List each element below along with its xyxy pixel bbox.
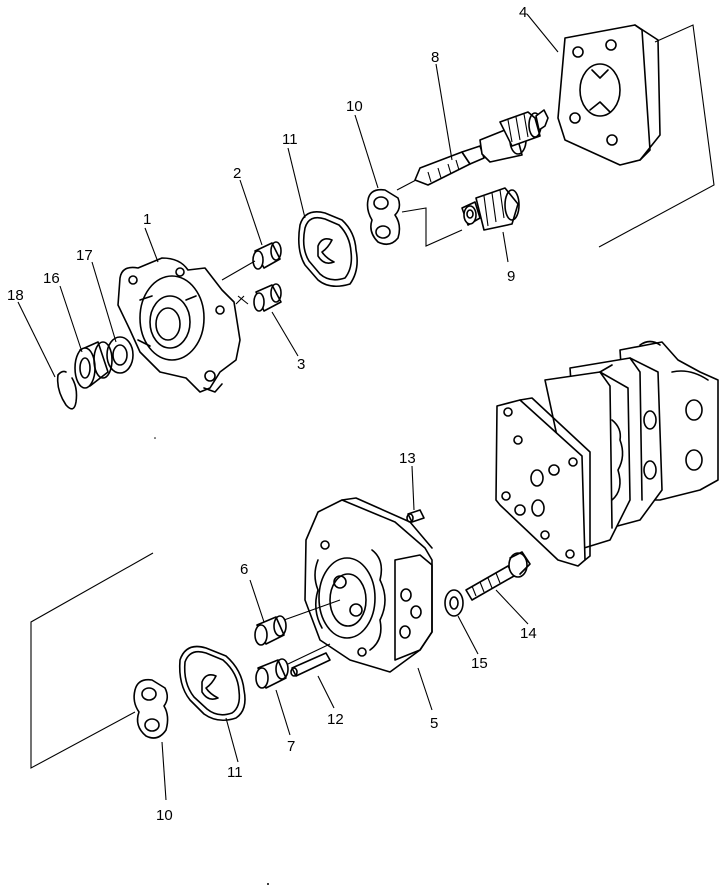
callout-13: 13 [399, 450, 416, 467]
part-10-upper-plate [366, 188, 401, 246]
part-3-bushing [253, 283, 282, 312]
leader-shaft-gear [396, 179, 463, 247]
callout-labels: 1 2 3 4 5 6 7 8 9 10 10 11 11 12 13 14 1… [7, 4, 537, 824]
part-17-washer [106, 336, 134, 374]
callout-2: 2 [233, 165, 241, 182]
part-1-front-cover [117, 257, 241, 393]
part-4-cover-plate [557, 24, 661, 166]
part-12-dowel-pin [290, 652, 331, 677]
callout-10-lower: 10 [156, 807, 173, 824]
part-15-washer [444, 589, 464, 617]
callout-8: 8 [431, 49, 439, 66]
callout-6: 6 [240, 561, 248, 578]
part-16-bearing [74, 341, 113, 389]
part-11-lower-seal [178, 645, 246, 722]
part-8-drive-shaft [414, 109, 549, 186]
callout-16: 16 [43, 270, 60, 287]
callout-11-lower: 11 [227, 764, 243, 781]
assembled-pump [495, 340, 719, 567]
bracket-lower-left [30, 552, 154, 769]
part-13-pin [406, 509, 425, 523]
part-10-lower-plate [133, 678, 169, 739]
callout-18: 18 [7, 287, 24, 304]
leader-lines [17, 13, 559, 801]
callout-9: 9 [507, 268, 515, 285]
part-7-bushing [255, 658, 289, 689]
callout-7: 7 [287, 738, 295, 755]
part-9-driven-gear [461, 187, 520, 231]
callout-17: 17 [76, 247, 93, 264]
leader-bushings [221, 260, 256, 305]
part-2-bushing [252, 241, 282, 270]
callout-5: 5 [430, 715, 438, 732]
callout-14: 14 [520, 625, 537, 642]
callout-3: 3 [297, 356, 305, 373]
callout-15: 15 [471, 655, 488, 672]
callout-12: 12 [327, 711, 344, 728]
callout-10-upper: 10 [346, 98, 363, 115]
callout-4: 4 [519, 4, 527, 21]
leader-lower-bushings [283, 599, 341, 665]
callout-1: 1 [143, 211, 151, 228]
bracket-upper-right [598, 24, 715, 248]
callout-11-upper: 11 [282, 131, 298, 148]
part-18-snap-ring [56, 370, 78, 410]
part-5-gear-housing [304, 497, 433, 673]
scan-specks [154, 437, 269, 885]
part-11-upper-seal [298, 211, 358, 288]
part-6-bushing [254, 615, 287, 646]
part-14-bolt [465, 551, 531, 601]
